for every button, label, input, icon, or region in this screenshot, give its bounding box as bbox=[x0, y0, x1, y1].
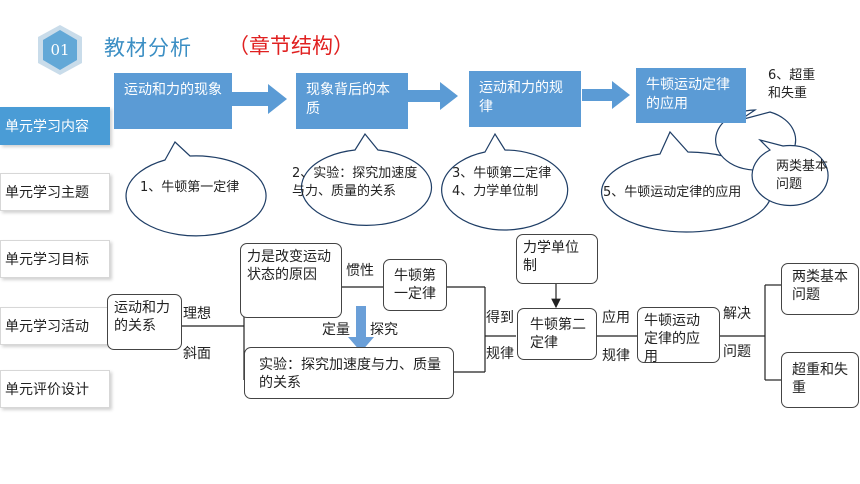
label-inertia: 惯性 bbox=[346, 263, 374, 279]
bubble-1 bbox=[125, 141, 267, 237]
bubble-6 bbox=[751, 138, 829, 207]
label-law-2: 规律 bbox=[602, 348, 630, 364]
label-problem: 问题 bbox=[723, 344, 751, 360]
bubble-text-3a: 3、牛顿第二定律 bbox=[452, 166, 552, 181]
flow-box-essence: 现象背后的本质 bbox=[296, 73, 408, 129]
hexagon-icon bbox=[38, 25, 82, 75]
box-overweight: 超重和失重 bbox=[781, 352, 859, 408]
bubble-text-6: 两类基本问题 bbox=[776, 159, 829, 192]
label-ideal: 理想 bbox=[183, 306, 211, 322]
flow-box-phenomenon: 运动和力的现象 bbox=[114, 73, 232, 129]
label-law-1: 规律 bbox=[486, 346, 514, 362]
nav-unit-theme[interactable]: 单元学习主题 bbox=[0, 173, 110, 211]
page-title: 教材分析 bbox=[104, 36, 192, 60]
box-newton-first: 牛顿第一定律 bbox=[383, 259, 447, 311]
nav-unit-goal[interactable]: 单元学习目标 bbox=[0, 240, 110, 278]
section-badge: 01 bbox=[36, 24, 84, 76]
bubble-text-5: 6、超重和失重 bbox=[768, 68, 816, 101]
flow-arrows bbox=[232, 81, 630, 114]
box-experiment: 实验：探究加速度与力、质量的关系 bbox=[244, 347, 454, 399]
flow-arrow-2 bbox=[408, 82, 458, 110]
bubble-text-1: 1、牛顿第一定律 bbox=[140, 180, 240, 195]
label-apply: 应用 bbox=[602, 310, 630, 326]
box-motion-force: 运动和力的关系 bbox=[107, 294, 182, 350]
nav-unit-activity[interactable]: 单元学习活动 bbox=[0, 307, 110, 345]
flow-box-application: 牛顿运动定律的应用 bbox=[636, 68, 746, 123]
box-force-change: 力是改变运动状态的原因 bbox=[240, 243, 342, 318]
flow-box-laws: 运动和力的规律 bbox=[469, 71, 581, 127]
label-solve: 解决 bbox=[723, 306, 751, 322]
box-newton-second: 牛顿第二定律 bbox=[517, 308, 597, 360]
bubble-text-4: 5、牛顿运动定律的应用 bbox=[603, 185, 742, 200]
flow-arrow-1 bbox=[232, 84, 287, 114]
label-quantitative: 定量 bbox=[322, 322, 350, 338]
page-subtitle: （章节结构） bbox=[228, 34, 354, 58]
bubble-2 bbox=[300, 132, 433, 227]
bubble-text-3b: 4、力学单位制 bbox=[452, 184, 539, 199]
bubble-text-2: 2、实验：探究加速度与力、质量的关系 bbox=[292, 166, 418, 199]
bubble-3 bbox=[441, 132, 569, 231]
flow-arrow-3 bbox=[582, 81, 630, 109]
down-arrow bbox=[348, 306, 374, 352]
label-explore: 探究 bbox=[370, 322, 398, 338]
label-incline: 斜面 bbox=[183, 346, 211, 362]
box-two-problems: 两类基本问题 bbox=[781, 263, 859, 315]
box-unit-system: 力学单位制 bbox=[516, 234, 598, 284]
box-newton-application: 牛顿运动定律的应用 bbox=[637, 307, 720, 365]
nav-unit-evaluation[interactable]: 单元评价设计 bbox=[0, 370, 110, 408]
badge-number: 01 bbox=[50, 41, 70, 59]
label-derive: 得到 bbox=[486, 310, 514, 326]
nav-unit-content[interactable]: 单元学习内容 bbox=[0, 107, 110, 145]
